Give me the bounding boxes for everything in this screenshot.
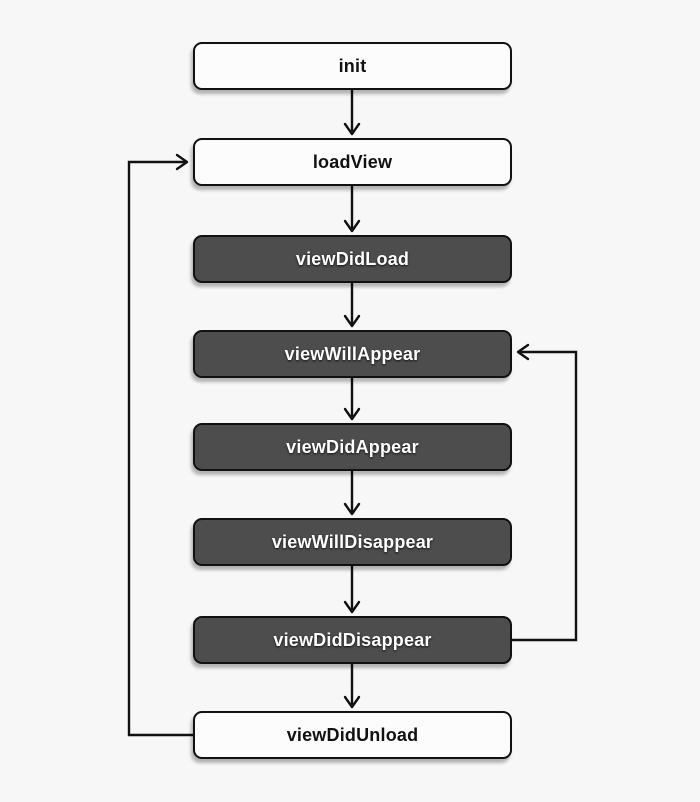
node-viewdidappear: viewDidAppear [193, 423, 512, 471]
node-viewdidappear-label: viewDidAppear [286, 436, 419, 457]
arrow-loop-viewdiddisappear-to-viewwillappear [512, 343, 578, 642]
node-viewdidload: viewDidLoad [193, 235, 512, 283]
node-viewwilldisappear-label: viewWillDisappear [271, 531, 434, 552]
node-loadview-label: loadView [312, 151, 393, 172]
node-viewdidload-label: viewDidLoad [295, 248, 410, 269]
node-init-label: init [338, 55, 367, 76]
node-init: init [193, 42, 512, 90]
arrow-loop-viewdidunload-to-loadview [127, 153, 193, 737]
node-viewdidunload-label: viewDidUnload [286, 724, 419, 745]
node-viewwilldisappear: viewWillDisappear [193, 518, 512, 566]
node-viewdidunload: viewDidUnload [193, 711, 512, 759]
node-viewwillappear-label: viewWillAppear [284, 343, 421, 364]
node-viewdiddisappear: viewDidDisappear [193, 616, 512, 664]
node-viewdiddisappear-label: viewDidDisappear [273, 629, 432, 650]
node-loadview: loadView [193, 138, 512, 186]
node-viewwillappear: viewWillAppear [193, 330, 512, 378]
